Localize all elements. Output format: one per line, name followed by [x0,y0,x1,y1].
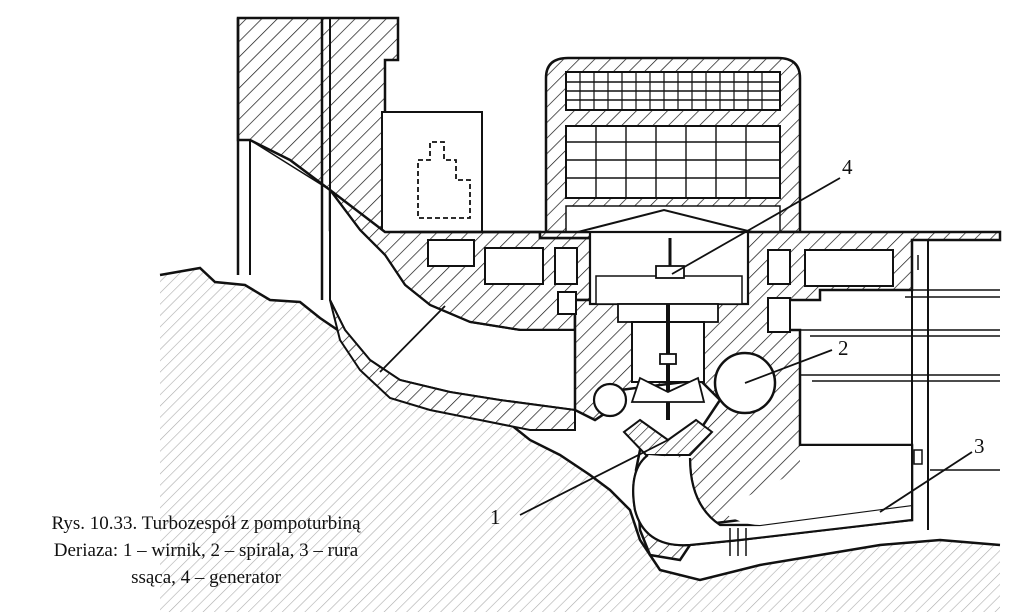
label-2: 2 [838,336,849,360]
leader-3 [879,451,973,513]
generator-4 [577,208,753,323]
figure-caption: Rys. 10.33. Turbozespół z pompoturbiną D… [6,510,406,591]
caption-line-3: ssąca, 4 – generator [131,567,281,588]
callout-leaders [379,177,973,516]
generator-hall [544,56,802,234]
tailwater [800,240,1000,530]
ground-soil [159,266,1001,612]
leader-penstock [379,305,446,373]
turbine-shaft [630,304,706,420]
draft-tube-3 [632,330,914,556]
caption-line-1: Rys. 10.33. Turbozespół z pompoturbiną [51,513,361,534]
runner-1 [622,418,714,456]
leader-1 [519,439,669,516]
leader-4 [671,177,841,275]
gate-house [381,111,483,233]
label-3: 3 [974,434,985,458]
label-1: 1 [490,505,501,529]
label-4: 4 [842,155,853,179]
leader-2 [744,349,833,384]
caption-line-2: Deriaza: 1 – wirnik, 2 – spirala, 3 – ru… [53,540,359,561]
